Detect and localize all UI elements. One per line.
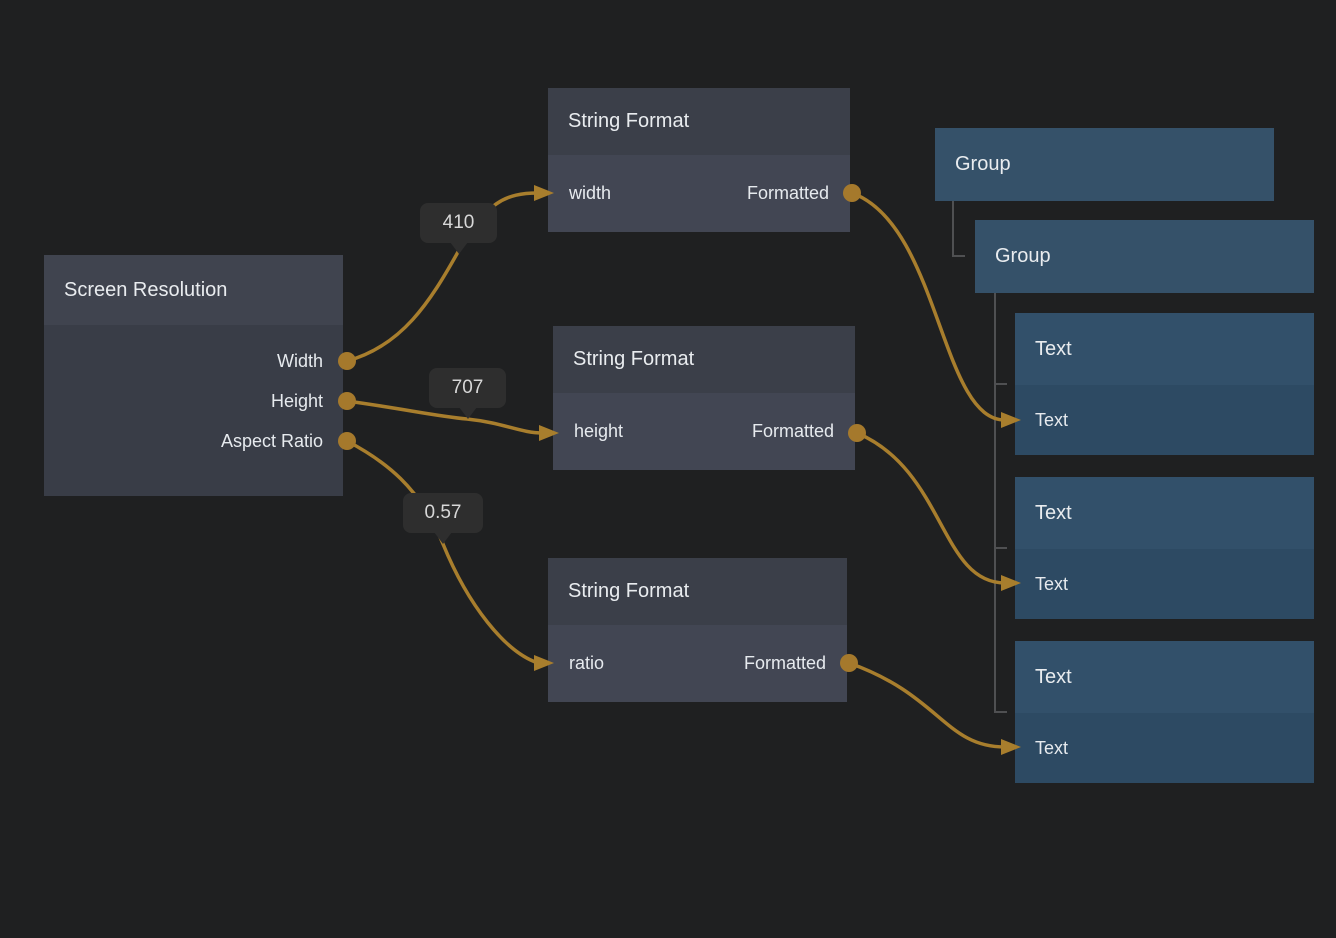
input-label-text: Text: [1035, 737, 1069, 758]
input-label-text: Text: [1035, 409, 1069, 430]
node-string-format-height[interactable]: String Format height Formatted: [553, 326, 855, 470]
wire-value-badge-width: 410: [420, 203, 497, 254]
output-label-aspect-ratio: Aspect Ratio: [220, 430, 323, 451]
output-row-aspect-ratio: Aspect Ratio: [44, 421, 343, 461]
node-title: Text: [1035, 665, 1072, 688]
wire-value-badge-height: 707: [429, 368, 506, 419]
node-screen-resolution[interactable]: Screen Resolution Width Height Aspect Ra…: [44, 255, 343, 496]
input-label-width: width: [569, 183, 612, 203]
arrowhead-input-height: [539, 425, 559, 441]
input-label-height: height: [574, 421, 624, 441]
output-port-formatted-height[interactable]: [848, 424, 866, 442]
output-label-width: Width: [276, 350, 323, 371]
output-label-formatted: Formatted: [751, 421, 834, 441]
arrowhead-input-text-3: [1001, 739, 1021, 755]
wire-value-ratio: 0.57: [424, 502, 462, 523]
node-body: Text: [1015, 549, 1314, 619]
node-header[interactable]: Text: [1015, 641, 1314, 713]
node-text-2[interactable]: Text Text: [1015, 477, 1314, 619]
wire-value-height: 707: [451, 377, 484, 398]
node-title: Text: [1035, 501, 1072, 524]
output-label-formatted: Formatted: [743, 653, 826, 673]
output-port-height[interactable]: [338, 392, 356, 410]
output-row-width: Width: [44, 341, 343, 381]
node-header[interactable]: Text: [1015, 313, 1314, 385]
arrowhead-input-text-2: [1001, 575, 1021, 591]
node-body: Text: [1015, 713, 1314, 783]
input-label-text: Text: [1035, 573, 1069, 594]
node-text-3[interactable]: Text Text: [1015, 641, 1314, 783]
node-title: Group: [955, 153, 1011, 175]
output-port-width[interactable]: [338, 352, 356, 370]
tree-line-group-inner-trunk: [994, 293, 1007, 713]
node-body: Text: [1015, 385, 1314, 455]
tree-line-group-outer-to-inner: [952, 201, 965, 257]
node-title: String Format: [573, 348, 695, 370]
node-body: width Formatted: [548, 155, 850, 232]
output-port-formatted-ratio[interactable]: [840, 654, 858, 672]
node-string-format-width[interactable]: String Format width Formatted: [548, 88, 850, 232]
node-title: Group: [995, 245, 1051, 267]
node-title: Screen Resolution: [64, 278, 228, 301]
node-title: String Format: [568, 580, 690, 602]
wire-formatted-height-to-text-2[interactable]: [856, 431, 1006, 585]
output-port-aspect-ratio[interactable]: [338, 432, 356, 450]
output-label-formatted: Formatted: [746, 183, 829, 203]
wire-formatted-width-to-text-1[interactable]: [851, 191, 1006, 422]
node-header[interactable]: Screen Resolution: [44, 255, 343, 325]
node-string-format-ratio[interactable]: String Format ratio Formatted: [548, 558, 847, 702]
node-group-outer[interactable]: Group: [935, 128, 1274, 201]
node-body: ratio Formatted: [548, 625, 847, 702]
wire-value-width: 410: [442, 212, 475, 233]
node-text-1[interactable]: Text Text: [1015, 313, 1314, 455]
arrowhead-input-ratio: [534, 655, 554, 671]
node-title: Text: [1035, 337, 1072, 360]
arrowhead-input-text-1: [1001, 412, 1021, 428]
node-body: height Formatted: [553, 393, 855, 470]
node-header[interactable]: String Format: [548, 558, 847, 625]
output-label-height: Height: [270, 390, 323, 411]
output-row-height: Height: [44, 381, 343, 421]
node-header[interactable]: String Format: [548, 88, 850, 155]
node-body: Width Height Aspect Ratio: [44, 325, 343, 496]
wire-formatted-ratio-to-text-3[interactable]: [848, 661, 1006, 749]
wire-value-badge-ratio: 0.57: [403, 493, 483, 544]
output-port-formatted-width[interactable]: [843, 184, 861, 202]
node-title: String Format: [568, 110, 690, 132]
node-header[interactable]: String Format: [553, 326, 855, 393]
node-group-inner[interactable]: Group: [975, 220, 1314, 293]
input-label-ratio: ratio: [569, 653, 605, 673]
node-header[interactable]: Text: [1015, 477, 1314, 549]
arrowhead-input-width: [534, 185, 554, 201]
wire-aspect-ratio-to-string-format[interactable]: [346, 439, 539, 665]
